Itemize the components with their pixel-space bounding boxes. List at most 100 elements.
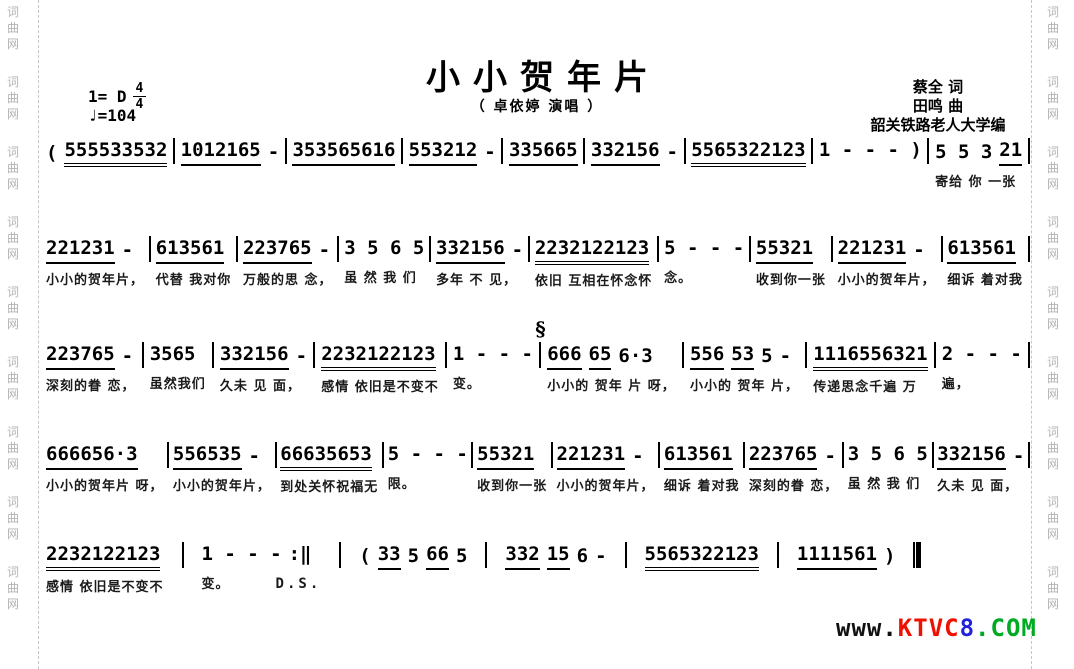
side-watermark-char: 网 [6, 247, 19, 261]
notes-row: 332156- [436, 236, 523, 264]
notes-row: 553212- [408, 138, 496, 166]
side-watermark-char: 曲 [6, 441, 19, 455]
note-group: - [121, 345, 134, 367]
side-watermark-char: 曲 [1046, 231, 1059, 245]
side-watermark-group: 词曲网 [4, 4, 22, 52]
barline [401, 138, 404, 164]
watermark-segment: KTVC [897, 614, 960, 642]
notes-row: 1012165- [180, 138, 279, 166]
measure: 332156-久未 见 面， [937, 442, 1024, 494]
side-watermark-char: 网 [6, 597, 19, 611]
tempo-marking: ♩=104 [88, 106, 136, 125]
note-group: - [318, 239, 331, 261]
side-watermark-char: 曲 [6, 21, 19, 35]
side-watermark-char: 曲 [6, 581, 19, 595]
side-watermark-char: 词 [1046, 75, 1059, 89]
side-watermark-group: 词曲网 [4, 494, 22, 542]
note-group: - [632, 445, 644, 467]
measure: 332156-久未 见 面， [219, 342, 308, 394]
lyric-row: 传递思念千遍 万 [813, 380, 917, 395]
lyric-row [409, 171, 496, 189]
barline [1027, 236, 1030, 262]
barline [681, 342, 684, 368]
note-group: ( [46, 142, 58, 164]
note-group: 1012165 [180, 138, 261, 166]
side-watermark-char: 曲 [1046, 301, 1059, 315]
barline [776, 542, 779, 568]
note-group: 5 [761, 345, 773, 367]
note-group: 613561 [155, 236, 225, 264]
side-watermark-char: 曲 [6, 371, 19, 385]
measure: 221231-小小的贺年片， [46, 236, 144, 288]
lyric-row [359, 575, 467, 593]
notes-row: 613561 [663, 442, 740, 470]
side-watermark-group: 词曲网 [1044, 4, 1062, 52]
side-watermark-char: 曲 [1046, 161, 1059, 175]
side-watermark-char: 词 [1046, 425, 1059, 439]
tempo-value: =104 [97, 106, 137, 125]
side-watermark-group: 词曲网 [1044, 144, 1062, 192]
notes-row: 335665 [508, 138, 578, 166]
notes-row: 613561 [947, 236, 1023, 264]
note-group: 5 [407, 545, 420, 567]
side-watermark-char: 词 [1046, 145, 1059, 159]
note-group: - [913, 239, 925, 261]
note-group: 353565616 [292, 138, 396, 166]
note-group: 15 [546, 542, 570, 570]
side-watermark-group: 词曲网 [1044, 494, 1062, 542]
side-watermark-char: 词 [1046, 355, 1059, 369]
lyric-row: 到处关怀祝福无 [280, 480, 379, 495]
barline [485, 542, 488, 568]
lyric-row [292, 171, 395, 189]
barline [583, 138, 586, 164]
side-watermark-char: 曲 [1046, 441, 1059, 455]
notes-row: 2 - - - [942, 342, 1022, 368]
note-group: 613561 [663, 442, 733, 470]
barline [931, 442, 934, 468]
lyric-row: 限。 [387, 477, 416, 492]
side-watermark-char: 词 [6, 425, 19, 439]
lyric-row: 万般的思 念， [242, 273, 333, 288]
barline [382, 442, 384, 468]
right-side-watermark-column: 词曲网词曲网词曲网词曲网词曲网词曲网词曲网词曲网词曲网 [1044, 4, 1062, 634]
lyric-row [645, 576, 759, 594]
measure: 221231-小小的贺年片， [837, 236, 936, 288]
segno-icon: § [535, 317, 546, 341]
lyric-row [797, 575, 896, 593]
note-group: 223765 [46, 342, 115, 370]
barline [167, 442, 170, 468]
lyric-row: 感情 依旧是不变不 [321, 380, 439, 395]
notes-row: (555533532 [46, 138, 168, 167]
lyric-row: 小小的 贺年 片， [689, 379, 800, 394]
note-group: - [1012, 445, 1025, 467]
side-watermark-char: 网 [1046, 107, 1059, 121]
note-group: 33 [377, 542, 401, 570]
note-group: 66635653 [280, 442, 372, 471]
side-watermark-char: 网 [1046, 527, 1059, 541]
note-group: 2232122123 [321, 342, 436, 371]
side-watermark-group: 词曲网 [1044, 564, 1062, 612]
note-group: 3565 [149, 343, 196, 365]
side-watermark-group: 词曲网 [1044, 284, 1062, 332]
measure: 1116556321 传递思念千遍 万 [813, 342, 928, 395]
barline [284, 138, 287, 164]
note-group: - [295, 345, 308, 367]
side-watermark-char: 曲 [6, 511, 19, 525]
lyric-row: 小小的贺年片， [172, 479, 271, 494]
notes-row: 613561 [155, 236, 232, 264]
lyric-row: 虽 然 我 们 [344, 271, 417, 286]
side-watermark-char: 曲 [1046, 21, 1059, 35]
notes-row: 2232122123 [534, 236, 653, 265]
notes-row: 1 - - -:‖ [202, 542, 322, 568]
notes-row: 1116556321 [813, 342, 928, 371]
note-group: 556535 [172, 442, 242, 470]
